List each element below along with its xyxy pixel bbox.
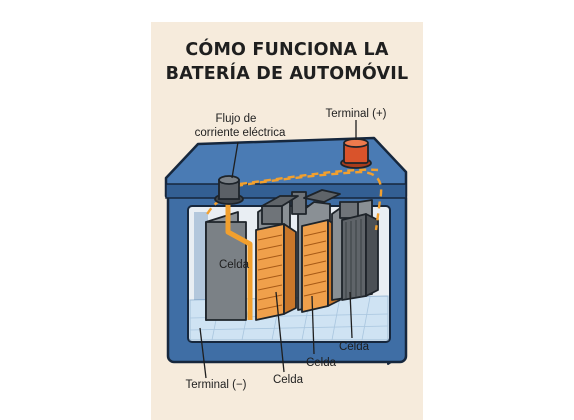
positive-terminal [340,138,372,169]
title-line-1: CÓMO FUNCIONA LA [185,40,389,60]
label-cell-2: Celda [273,374,304,386]
leader-lines [199,120,357,379]
label-current-flow-2: corriente eléctrica [195,127,286,139]
label-cell-1: Celda [219,259,250,271]
current-strap [225,196,253,320]
negative-terminal [214,175,244,205]
plate-hatching [257,230,327,311]
label-current-flow-1: Flujo de [216,113,257,125]
label-cell-4: Celda [339,341,370,353]
label-terminal-negative: Terminal (−) [185,379,246,391]
title-line-2: BATERÍA DE AUTOMÓVIL [165,64,409,84]
gray-plate-hatching [345,219,362,298]
label-terminal-positive: Terminal (+) [325,108,386,120]
page-title: CÓMO FUNCIONA LA BATERÍA DE AUTOMÓVIL [151,38,423,86]
label-cell-3: Celda [306,357,337,369]
